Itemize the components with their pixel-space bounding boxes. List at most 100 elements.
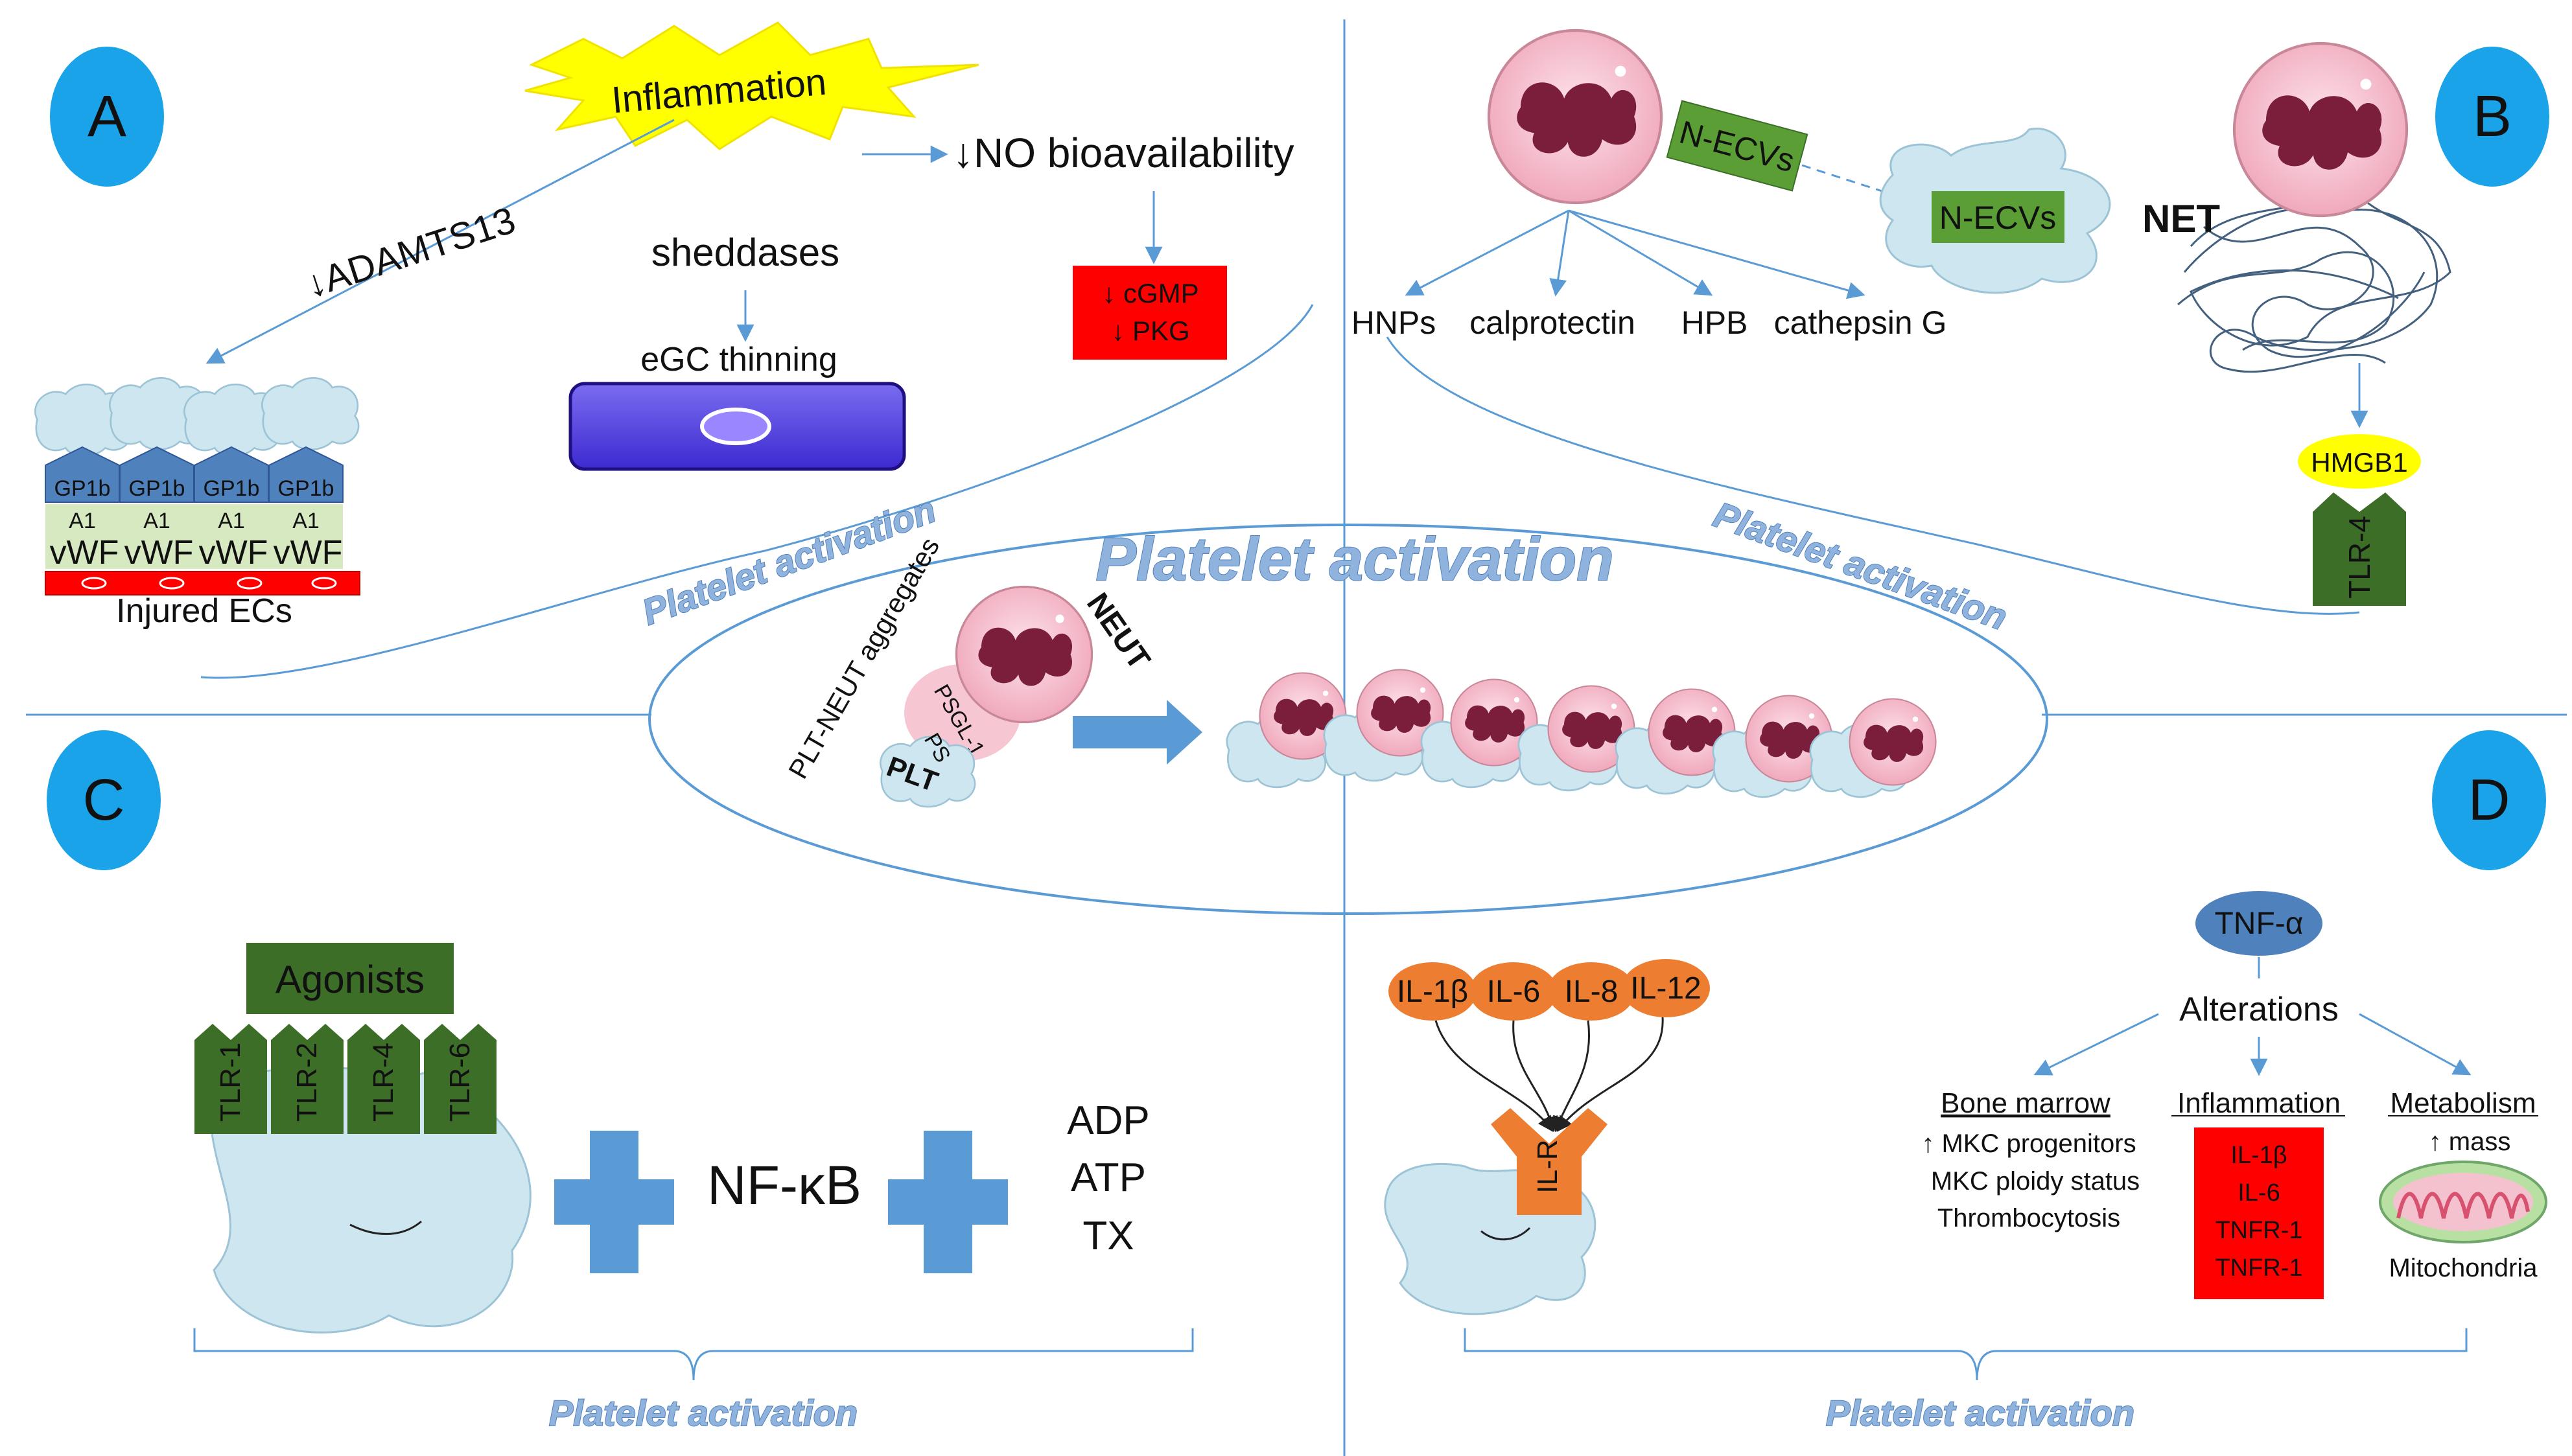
neutrophil-b2	[2234, 43, 2407, 216]
svg-text:A: A	[88, 84, 126, 149]
tnf-oval	[2195, 891, 2322, 956]
il8-oval	[1547, 962, 1635, 1021]
ilr-receptor	[1491, 1108, 1608, 1215]
panel-d: IL-1β IL-6 IL-8 IL-12 IL-R TNF-α Alterat…	[1384, 891, 2547, 1434]
agonists-box	[246, 943, 454, 1014]
gp1b-label-3: GP1b	[204, 476, 260, 501]
net-label: NET	[2142, 197, 2220, 240]
a1-label-3: A1	[218, 509, 245, 533]
cgmp-pkg-box	[1073, 266, 1227, 360]
panel-label-a: A	[50, 47, 164, 187]
platelet-activation-b: Platelet activation	[1709, 494, 2013, 638]
center-ellipse-group: Platelet activation PLT-NEUT aggregates …	[648, 524, 2048, 915]
tlr1-label: TLR-1	[215, 1043, 246, 1122]
panel-c: Agonists TLR-1 TLR-2 TLR-4 TLR-6 NF-κB A…	[193, 943, 1194, 1434]
mitochondria-label: Mitochondria	[2389, 1254, 2538, 1282]
tx-label: TX	[1082, 1214, 1134, 1258]
bm-item-3: Thrombocytosis	[1937, 1204, 2120, 1232]
panel-label-d: D	[2432, 730, 2546, 870]
tlr4-label-c: TLR-4	[368, 1043, 399, 1122]
brace-c	[193, 1328, 1194, 1381]
platelet-row-a	[34, 376, 360, 457]
a1-label-4: A1	[292, 509, 320, 533]
bm-item-2: MKC ploidy status	[1931, 1167, 2140, 1196]
aggregation-arrow	[1073, 700, 1202, 765]
metabolism-label: Metabolism	[2391, 1087, 2536, 1119]
tlr2-receptor	[271, 1024, 344, 1134]
ec-nucleus	[700, 408, 771, 445]
hnps-label: HNPs	[1351, 305, 1436, 341]
bm-item-1: ↑ MKC progenitors	[1921, 1129, 2136, 1158]
hmgb1-label: HMGB1	[2311, 447, 2407, 478]
il8-label: IL-8	[1565, 975, 1619, 1009]
il1b-label: IL-1β	[1397, 975, 1468, 1009]
mass-label: ↑ mass	[2429, 1127, 2511, 1156]
atp-label: ATP	[1071, 1155, 1146, 1200]
vwf-label-1: vWF	[50, 534, 119, 572]
svg-text:D: D	[2468, 768, 2510, 833]
curve-panel-b	[1386, 336, 2360, 615]
gp1b-label-4: GP1b	[278, 476, 334, 501]
platelet-activation-d: Platelet activation	[1826, 1392, 2134, 1433]
tlr4-label-b: TLR-4	[2343, 516, 2376, 599]
injured-ecs-label: Injured ECs	[116, 592, 292, 630]
hmgb1-oval	[2298, 434, 2421, 489]
vwf-label-4: vWF	[274, 534, 343, 572]
a1-label-1: A1	[69, 509, 96, 533]
bone-marrow-label: Bone marrow	[1941, 1087, 2110, 1119]
inflammation-d-box	[2194, 1127, 2324, 1299]
cgmp-label: ↓ cGMP	[1102, 278, 1198, 308]
injured-ec-strip	[45, 571, 360, 595]
no-bioavailability-label: ↓NO bioavailability	[953, 130, 1294, 176]
vwf-label-2: vWF	[124, 534, 194, 572]
curve-panel-a	[200, 304, 1314, 679]
center-ellipse	[648, 524, 2048, 915]
tlr1-receptor	[194, 1024, 267, 1134]
gp1b-label-1: GP1b	[54, 476, 111, 501]
alterations-label: Alterations	[2179, 991, 2339, 1028]
plus-sign-1	[554, 1131, 674, 1273]
infl-item-3: TNFR-1	[2215, 1217, 2302, 1244]
tlr6-receptor	[424, 1024, 497, 1134]
neutrophil-b1	[1489, 30, 1661, 203]
vwf-row: A1 A1 A1 A1 vWF vWF vWF vWF	[45, 504, 343, 572]
mitochondria-icon	[2379, 1161, 2547, 1243]
arrow-to-injured-ecs	[205, 119, 675, 364]
egc-thinning-label: eGC thinning	[640, 341, 837, 378]
svg-text:B: B	[2473, 84, 2512, 149]
pkg-label: ↓ PKG	[1111, 316, 1189, 346]
necvs-label-2: N-ECVs	[1939, 200, 2057, 236]
center-title: Platelet activation	[1095, 525, 1613, 593]
gp1b-label-2: GP1b	[129, 476, 185, 501]
neutrophil-center	[955, 585, 1093, 724]
panel-label-c: C	[47, 730, 161, 870]
calprotectin-label: calprotectin	[1469, 305, 1635, 341]
platelet-activation-c: Platelet activation	[549, 1392, 858, 1433]
hpb-label: HPB	[1681, 305, 1748, 341]
aggregate-chain	[1226, 669, 1937, 798]
brace-d	[1464, 1328, 2468, 1381]
necvs-box-2	[1932, 191, 2064, 243]
gp1b-receptors: GP1b GP1b GP1b GP1b	[45, 446, 344, 503]
sheddases-label: sheddases	[651, 231, 839, 274]
tnf-label: TNF-α	[2214, 907, 2303, 941]
tlr4-receptor-c	[347, 1024, 420, 1134]
adamts13-label: ↓ADAMTS13	[301, 199, 520, 306]
inflammation-d-label: Inflammation	[2177, 1087, 2341, 1119]
inflammation-burst	[524, 21, 979, 150]
necvs-box-1: N-ECVs	[1666, 100, 1808, 192]
il1b-oval	[1388, 962, 1477, 1021]
tlr4-receptor-b	[2313, 492, 2406, 606]
a1-label-2: A1	[143, 509, 170, 533]
svg-text:C: C	[83, 768, 125, 833]
agonists-label: Agonists	[275, 958, 425, 1001]
il12-oval	[1622, 959, 1710, 1017]
tlr6-label: TLR-6	[444, 1043, 476, 1122]
tlr2-label: TLR-2	[291, 1043, 323, 1122]
il6-oval	[1469, 962, 1558, 1021]
infl-item-1: IL-1β	[2230, 1142, 2287, 1169]
ilr-label: IL-R	[1532, 1139, 1563, 1193]
nfkb-label: NF-κB	[707, 1155, 861, 1216]
il12-label: IL-12	[1630, 971, 1701, 1006]
